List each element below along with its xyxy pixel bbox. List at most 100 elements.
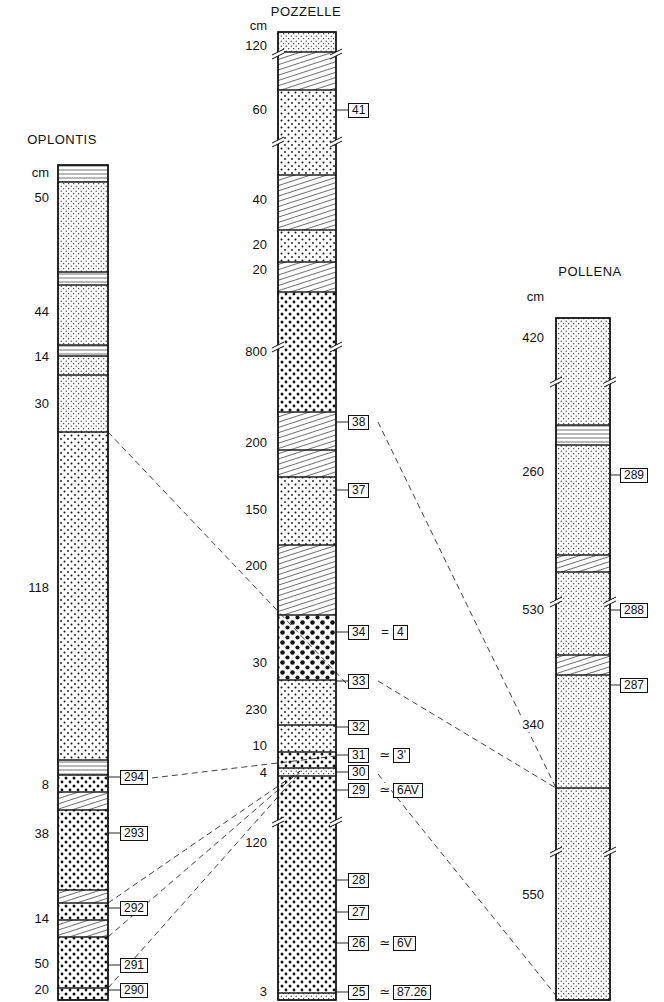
sediment-layer (58, 775, 108, 792)
sediment-layer (58, 165, 108, 182)
thickness-label: 8 (41, 778, 50, 792)
sediment-layer (278, 768, 336, 776)
break-mark (272, 346, 284, 352)
thickness-label: 420 (521, 331, 545, 345)
sample-box: 33 (348, 674, 369, 689)
thickness-label: 50 (34, 191, 50, 205)
sample-box: 6AV (393, 783, 423, 798)
sample-number: 287 (624, 678, 644, 692)
sediment-layer (278, 90, 336, 175)
sediment-layer (58, 182, 108, 272)
sediment-layer (58, 920, 108, 937)
sample-box: 294 (120, 770, 148, 785)
thickness-label: 118 (27, 581, 50, 595)
break-mark (550, 381, 562, 387)
sample-box: 291 (120, 958, 148, 973)
thickness-label: 200 (244, 559, 268, 573)
thickness-label: 200 (244, 436, 268, 450)
sample-box: 293 (120, 826, 148, 841)
sample-number: 34 (352, 625, 365, 639)
sample-number: 41 (352, 103, 365, 117)
unit-label: cm (31, 166, 50, 180)
column-outline (58, 165, 108, 1000)
sediment-layer (278, 230, 336, 262)
break-gap (550, 847, 562, 857)
sample-leader (108, 777, 120, 778)
sample-number: 293 (124, 826, 144, 840)
sample-box: 41 (348, 103, 369, 118)
sample-leader (336, 632, 348, 633)
thickness-label: 30 (252, 656, 268, 670)
sample-number: 29 (352, 783, 365, 797)
sample-number: 30 (352, 765, 365, 779)
break-gap (550, 377, 562, 387)
correlation-line (108, 432, 346, 683)
thickness-label: 260 (521, 465, 545, 479)
break-gap (330, 49, 342, 59)
sample-number: 25 (352, 985, 365, 999)
sample-leader (336, 912, 348, 913)
sample-leader (336, 943, 348, 944)
sediment-layer (556, 445, 610, 555)
sediment-layer (278, 52, 336, 90)
break-gap (330, 342, 342, 352)
thickness-label: 230 (244, 703, 268, 717)
sample-box: 31 (348, 748, 369, 763)
break-gap (272, 817, 284, 827)
sediment-layer (58, 285, 108, 345)
break-gap (272, 342, 284, 352)
sample-box: 3' (393, 748, 410, 763)
sediment-layer (278, 32, 336, 52)
sediment-layer (278, 450, 336, 477)
thickness-label: 120 (244, 39, 268, 53)
unit-label: cm (249, 19, 268, 33)
sample-number: 26 (352, 936, 365, 950)
sample-leader (336, 422, 348, 423)
sediment-layer (278, 752, 336, 768)
equivalence-sign: = (380, 625, 390, 639)
thickness-label: 530 (521, 603, 545, 617)
column-outline (556, 318, 610, 1000)
sediment-layer (58, 792, 108, 810)
sample-number: 38 (352, 415, 365, 429)
sediment-layer (278, 292, 336, 412)
sample-box: 4 (393, 625, 408, 640)
break-mark (272, 141, 284, 147)
correlation-line (152, 756, 336, 778)
sediment-layer (58, 903, 108, 920)
sediment-layer (556, 318, 610, 425)
equivalence-sign: ≃ (379, 783, 392, 797)
sample-box: 288 (620, 603, 648, 618)
sediment-layer (278, 262, 336, 292)
sample-box: 38 (348, 415, 369, 430)
sediment-layer (556, 555, 610, 572)
sample-number: 87.26 (397, 985, 427, 999)
sample-box: 290 (120, 983, 148, 998)
sediment-layer (556, 675, 610, 788)
sample-box: 28 (348, 873, 369, 888)
break-mark (550, 851, 562, 857)
sample-leader (336, 681, 348, 682)
sample-leader (336, 110, 348, 111)
sample-box: 32 (348, 720, 369, 735)
thickness-label: 14 (34, 912, 50, 926)
sediment-layer (58, 937, 108, 988)
thickness-label: 38 (34, 827, 50, 841)
sample-number: 291 (124, 958, 144, 972)
equivalence-sign: ≃ (379, 748, 392, 762)
sediment-layer (278, 175, 336, 230)
sample-leader (108, 965, 120, 966)
sediment-layer (556, 655, 610, 675)
break-mark (604, 381, 616, 387)
correlation-line (378, 681, 556, 788)
sample-number: 31 (352, 748, 365, 762)
sample-number: 28 (352, 873, 365, 887)
thickness-label: 3 (259, 985, 268, 999)
sample-leader (610, 610, 620, 611)
sample-number: 6V (397, 936, 412, 950)
break-mark (330, 53, 342, 59)
sample-number: 33 (352, 674, 365, 688)
break-mark (604, 851, 616, 857)
sample-number: 32 (352, 720, 365, 734)
